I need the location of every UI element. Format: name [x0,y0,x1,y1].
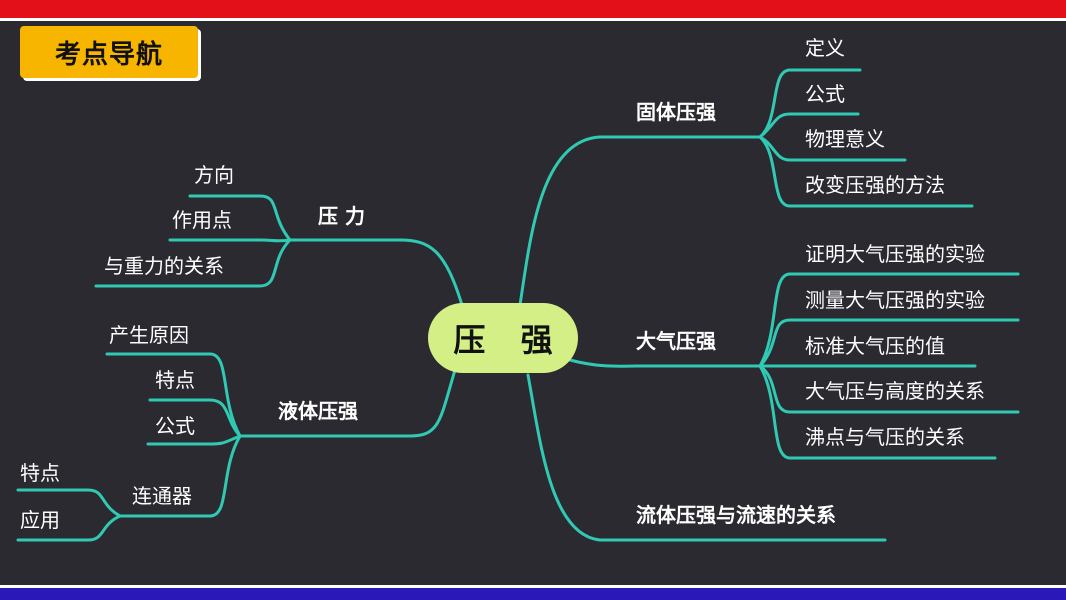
link-solid [518,135,762,307]
bottom-blue-bar [0,588,1066,600]
link-pressure [288,238,464,307]
pressure-item: 与重力的关系 [104,254,224,278]
atmosphere-item: 标准大气压的值 [805,334,945,358]
liquid-item: 特点 [155,368,195,392]
liquid-item: 公式 [155,414,195,438]
link-fluid [526,373,887,542]
solid-item: 公式 [805,82,845,106]
atmosphere-item: 沸点与气压的关系 [805,425,965,449]
branch-atmospheric-pressure: 大气压强 [636,329,716,353]
branch-solid-pressure: 固体压强 [636,100,716,124]
section-badge: 考点导航 [20,26,198,78]
liquid-item-connector: 连通器 [132,484,192,508]
center-topic: 压 强 [428,303,578,373]
branch-pressure-force: 压 力 [318,204,365,228]
link-liquid [238,368,457,438]
pressure-item: 作用点 [172,208,232,232]
connector-item: 特点 [20,461,60,485]
atmosphere-item: 大气压与高度的关系 [805,379,985,403]
connector-item: 应用 [20,508,60,532]
top-red-bar [0,0,1066,18]
liquid-item: 产生原因 [109,323,189,347]
branch-fluid-pressure: 流体压强与流速的关系 [636,503,836,527]
bottom-divider [0,585,1066,588]
top-divider [0,18,1066,21]
solid-item: 定义 [805,36,845,60]
atmosphere-item: 证明大气压强的实验 [805,242,985,266]
atmosphere-item: 测量大气压强的实验 [805,288,985,312]
solid-item: 改变压强的方法 [805,173,945,197]
branch-liquid-pressure: 液体压强 [278,399,358,423]
solid-item: 物理意义 [805,127,885,151]
link-atmosphere [568,358,762,368]
pressure-item: 方向 [194,163,234,187]
